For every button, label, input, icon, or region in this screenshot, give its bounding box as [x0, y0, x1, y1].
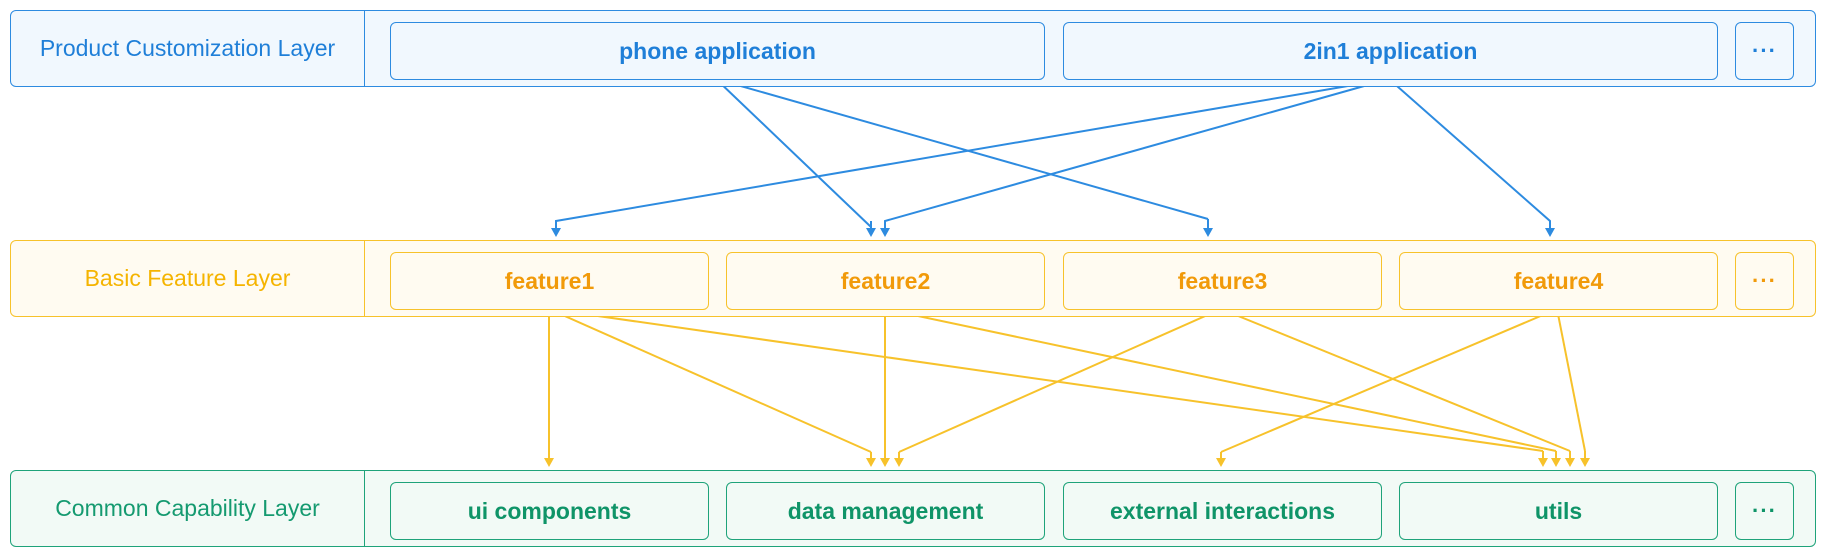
common-more-box[interactable]: ···: [1735, 482, 1794, 540]
basic-feature-layer: Basic Feature Layer feature1 feature2 fe…: [10, 240, 1816, 317]
external-interactions-box[interactable]: external interactions: [1063, 482, 1382, 540]
product-more-box[interactable]: ···: [1735, 22, 1794, 80]
product-arrowheads: [551, 228, 1555, 237]
link-feature1-data: [548, 308, 872, 453]
link-feature1-utils: [548, 308, 1544, 452]
common-layer-label: Common Capability Layer: [11, 471, 365, 546]
product-customization-layer: Product Customization Layer phone applic…: [10, 10, 1816, 87]
utils-box[interactable]: utils: [1399, 482, 1718, 540]
feature-layer-label: Basic Feature Layer: [11, 241, 365, 316]
product-layer-label: Product Customization Layer: [11, 11, 365, 86]
feature1-box[interactable]: feature1: [390, 252, 709, 310]
feature2-box[interactable]: feature2: [726, 252, 1045, 310]
feature-more-box[interactable]: ···: [1735, 252, 1794, 310]
data-management-box[interactable]: data management: [726, 482, 1045, 540]
link-phone-feature3: [715, 78, 1209, 220]
link-feature4-external: [1220, 308, 1558, 453]
link-2in1-feature1: [555, 78, 1390, 228]
link-feature3-data: [898, 308, 1222, 453]
feature-to-common-links: [548, 308, 1586, 458]
link-feature4-utils: [1556, 308, 1586, 452]
common-capability-layer: Common Capability Layer ui components da…: [10, 470, 1816, 547]
link-2in1-feature4: [1388, 78, 1551, 228]
2in1-application-box[interactable]: 2in1 application: [1063, 22, 1718, 80]
feature-arrowheads: [544, 458, 1590, 467]
feature3-box[interactable]: feature3: [1063, 252, 1382, 310]
product-to-feature-links: [555, 78, 1551, 228]
link-feature3-utils: [1220, 308, 1571, 452]
phone-application-box[interactable]: phone application: [390, 22, 1045, 80]
ui-components-box[interactable]: ui components: [390, 482, 709, 540]
link-feature2-utils: [884, 308, 1557, 452]
link-2in1-feature2: [884, 78, 1390, 228]
feature4-box[interactable]: feature4: [1399, 252, 1718, 310]
link-phone-feature2: [715, 78, 872, 228]
